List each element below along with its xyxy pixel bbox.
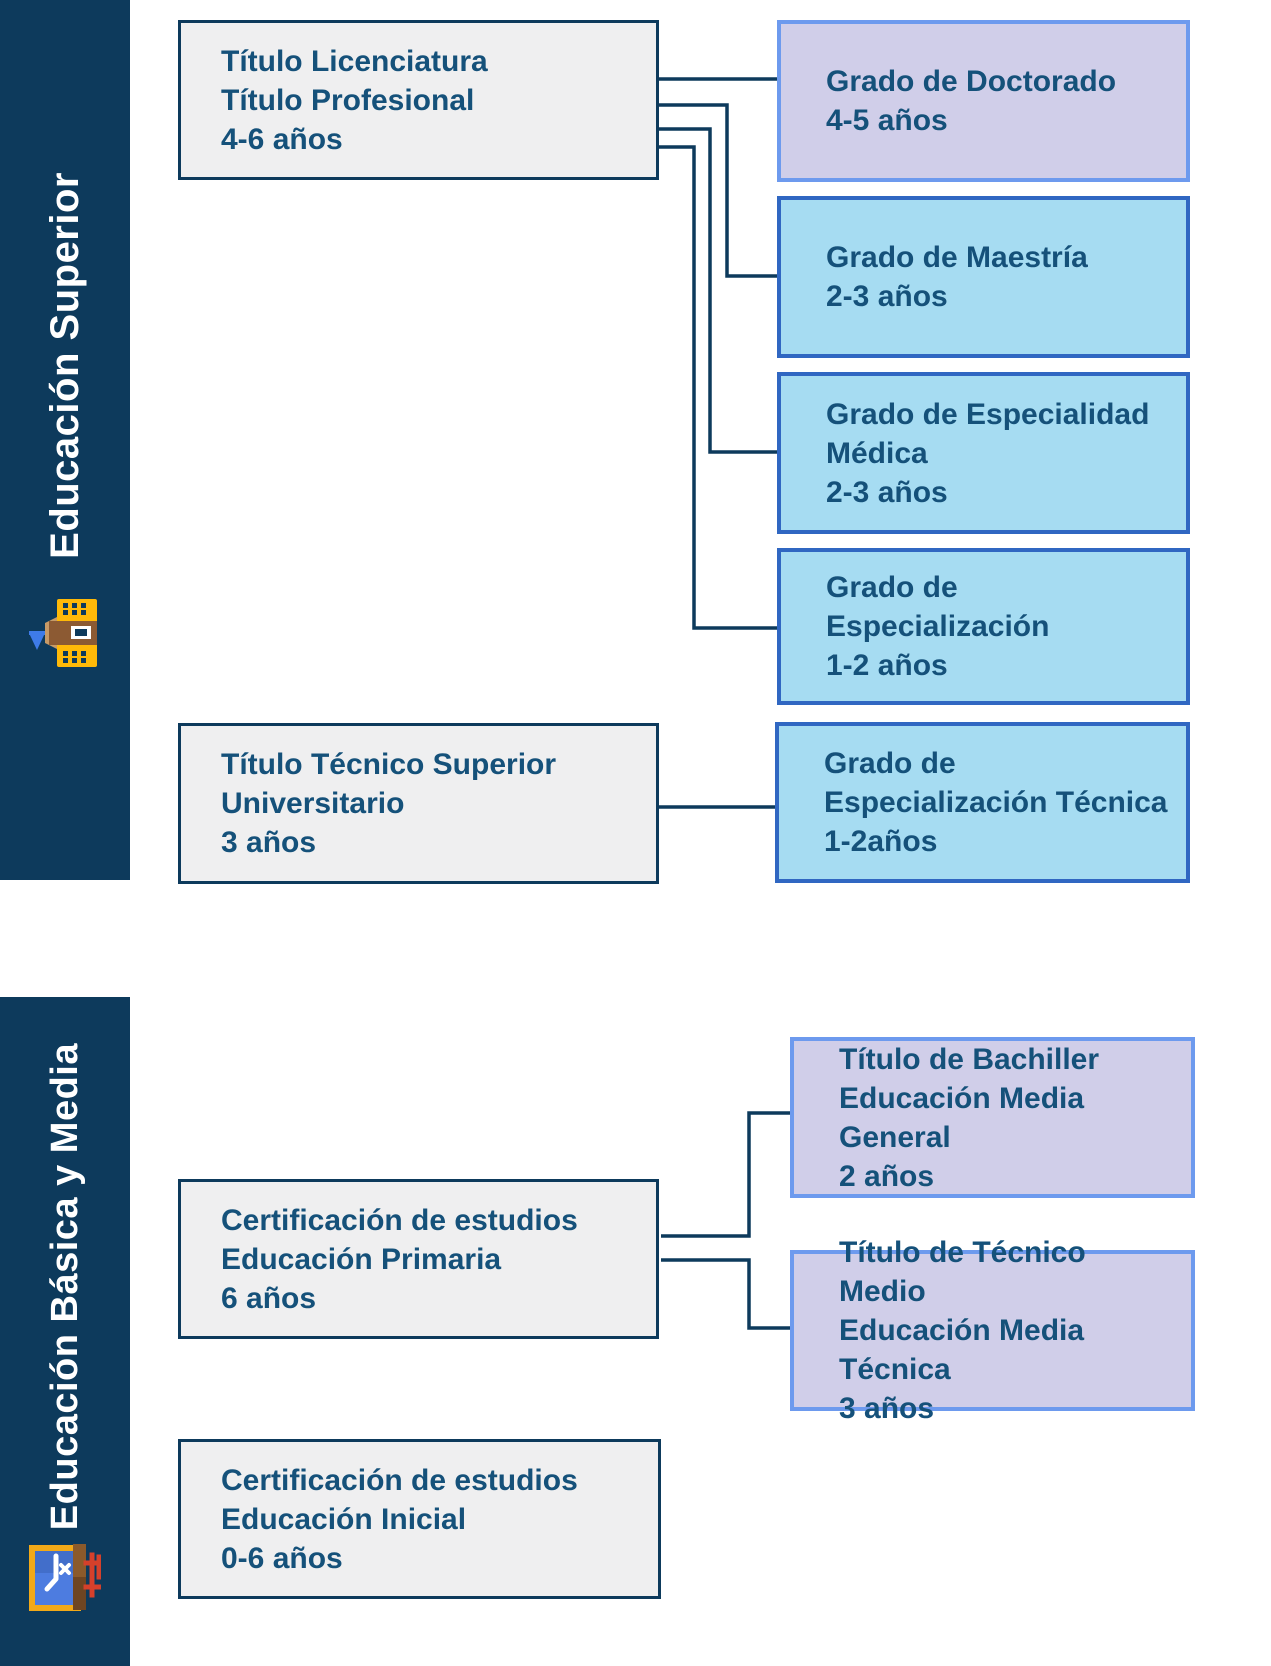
sidebar-label-basica: Educación Básica y Media: [43, 1042, 86, 1531]
box-line: Grado de Maestría: [826, 241, 1088, 274]
box-grado-doctorado: Grado de Doctorado 4-5 años: [777, 20, 1190, 182]
box-line: 2 años: [839, 1159, 935, 1193]
box-line: 0-6 años: [221, 1541, 343, 1575]
box-line: Grado de: [824, 747, 956, 780]
box-line: 1-2años: [824, 825, 938, 858]
box-line: Título Licenciatura: [221, 44, 488, 78]
box-line: Educación Media Técnica: [839, 1314, 1085, 1386]
box-line: Grado de Doctorado: [826, 65, 1117, 98]
box-certificacion-primaria: Certificación de estudios Educación Prim…: [178, 1179, 659, 1339]
box-line: Grado de Especialización: [826, 571, 1050, 643]
box-grado-especializacion: Grado de Especialización 1-2 años: [777, 548, 1190, 705]
box-line: 3 años: [839, 1392, 935, 1425]
box-line: 1-2 años: [826, 649, 948, 682]
box-line: Certificación de estudios: [221, 1203, 578, 1237]
box-line: Educación Media General: [839, 1081, 1085, 1154]
box-certificacion-inicial: Certificación de estudios Educación Inic…: [178, 1439, 661, 1599]
sidebar-educacion-superior: Educación Superior: [0, 0, 130, 880]
box-line: Especialización Técnica: [824, 786, 1168, 819]
box-line: 3 años: [221, 826, 317, 859]
classroom-door-icon: [29, 1544, 101, 1611]
box-line: Educación Inicial: [221, 1502, 467, 1536]
box-line: 2-3 años: [826, 475, 948, 509]
box-line: 4-5 años: [826, 104, 948, 137]
box-line: Título Técnico Superior: [221, 748, 557, 781]
box-line: Universitario: [221, 787, 405, 820]
box-line: Grado de Especialidad Médica: [826, 397, 1150, 470]
box-titulo-tecnico-superior: Título Técnico Superior Universitario 3 …: [178, 723, 659, 884]
box-grado-especialidad-medica: Grado de Especialidad Médica 2-3 años: [777, 372, 1190, 534]
box-line: Título de Técnico Medio: [839, 1236, 1086, 1308]
box-line: Título de Bachiller: [839, 1042, 1100, 1076]
box-titulo-licenciatura: Título Licenciatura Título Profesional 4…: [178, 20, 659, 180]
box-line: 6 años: [221, 1281, 317, 1315]
connector-paths: [659, 77, 790, 1330]
box-grado-maestria: Grado de Maestría 2-3 años: [777, 196, 1190, 358]
box-titulo-tecnico-medio: Título de Técnico Medio Educación Media …: [790, 1236, 1195, 1425]
box-line: Educación Primaria: [221, 1242, 502, 1276]
school-icon: [29, 599, 97, 667]
sidebar-educacion-basica-media: Educación Básica y Media: [0, 997, 130, 1666]
box-line: Certificación de estudios: [221, 1463, 578, 1497]
box-line: 4-6 años: [221, 122, 343, 156]
box-line: Título Profesional: [221, 83, 475, 117]
box-grado-especializacion-tecnica: Grado de Especialización Técnica 1-2años: [775, 722, 1190, 883]
sidebar-label-superior: Educación Superior: [42, 171, 87, 559]
box-titulo-bachiller: Título de Bachiller Educación Media Gene…: [790, 1037, 1195, 1198]
box-line: 2-3 años: [826, 280, 948, 313]
